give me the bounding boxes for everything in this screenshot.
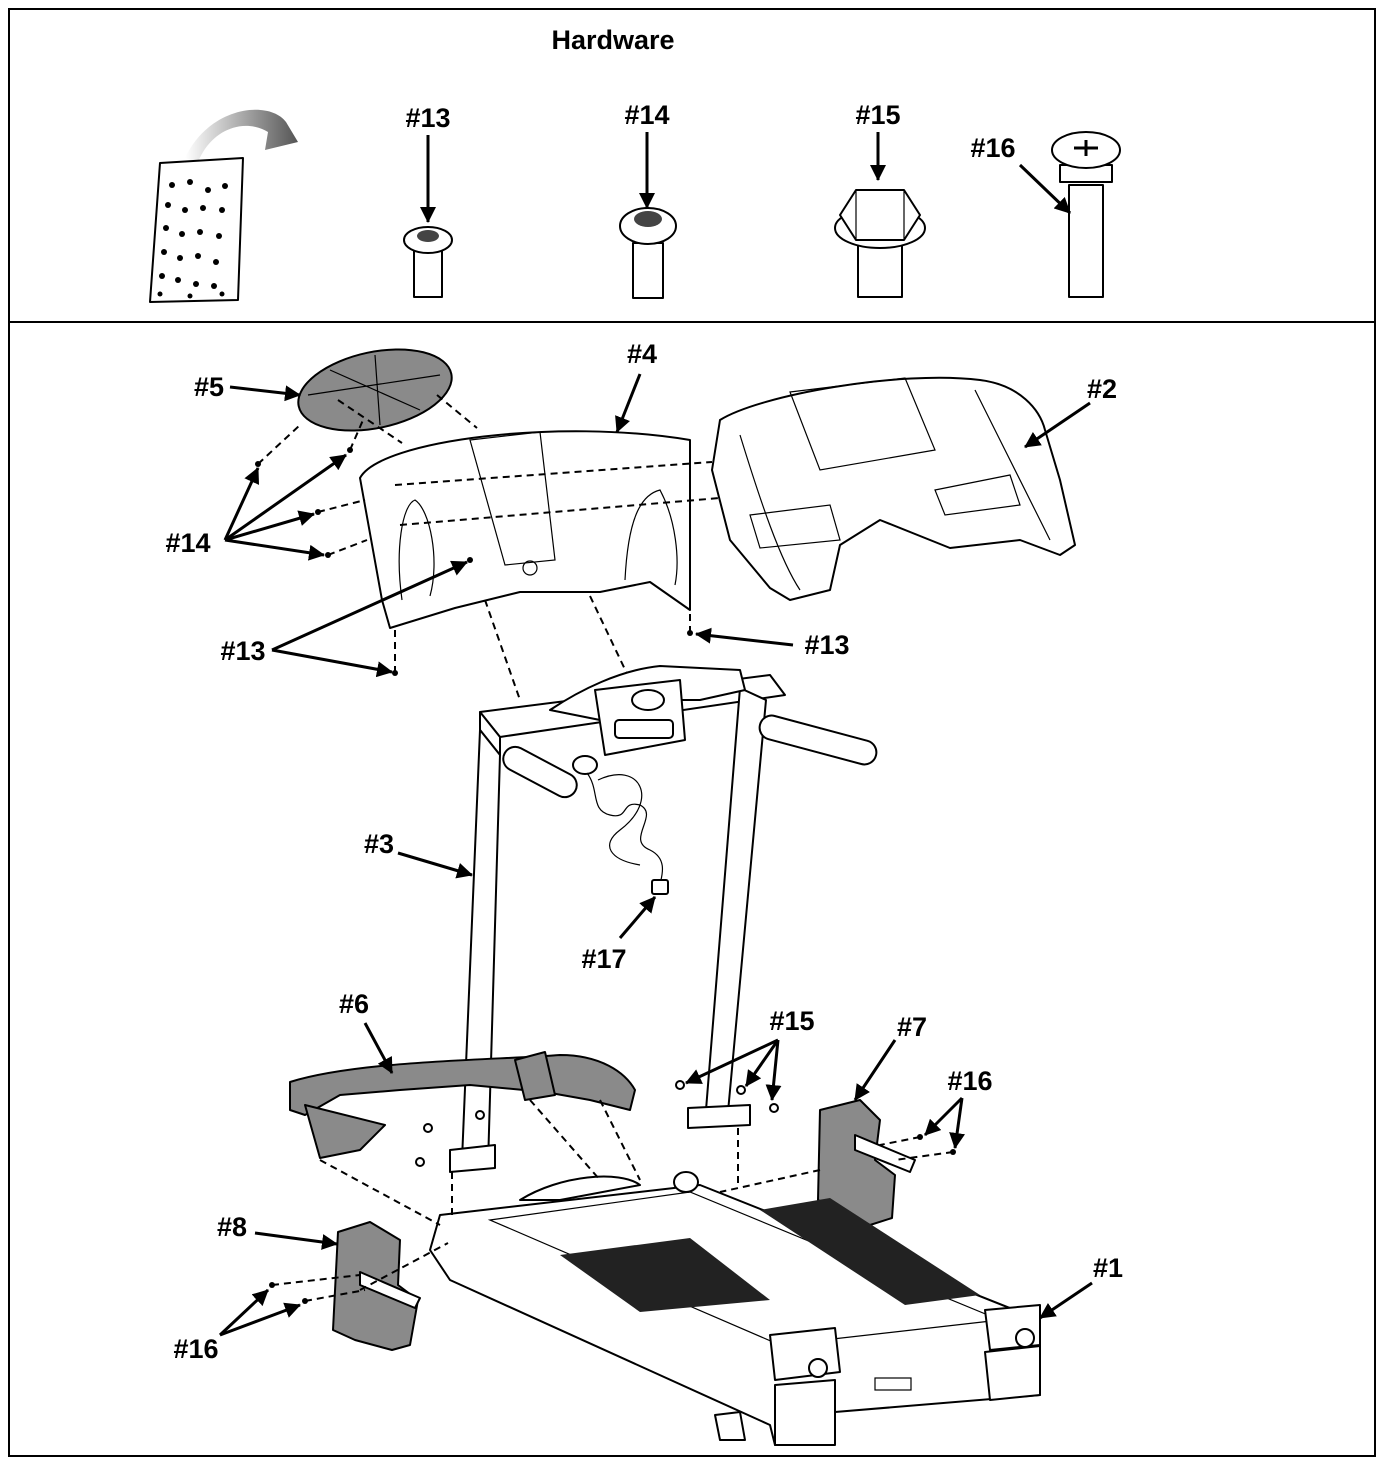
part-17-safety-key	[572, 755, 669, 895]
screw-16-icon	[1051, 131, 1121, 298]
hw-label-14: #14	[624, 100, 669, 130]
hw-label-15: #15	[855, 100, 900, 130]
screw-14-group	[255, 419, 368, 558]
part-5-cover	[297, 348, 453, 432]
label-8: #8	[217, 1212, 247, 1242]
upright-base-left	[449, 1144, 496, 1173]
upright-base-right	[687, 1104, 751, 1129]
label-15: #15	[769, 1006, 814, 1036]
label-16-right: #16	[947, 1066, 992, 1096]
outer-frame	[8, 8, 1376, 1457]
label-3: #3	[364, 829, 394, 859]
part-1-base	[429, 1171, 1041, 1446]
label-14: #14	[165, 528, 210, 558]
label-13-left: #13	[220, 636, 265, 666]
label-16-left: #16	[173, 1334, 218, 1364]
part-7-side-cover	[817, 1099, 916, 1226]
label-13-right: #13	[804, 630, 849, 660]
label-7: #7	[897, 1012, 927, 1042]
hw-label-16: #16	[970, 133, 1015, 163]
bolt-15-group	[415, 1080, 779, 1167]
label-6: #6	[339, 989, 369, 1019]
label-1: #1	[1093, 1253, 1123, 1283]
label-4: #4	[627, 339, 657, 369]
bolt-15-icon	[834, 189, 926, 298]
hardware-title: Hardware	[551, 25, 674, 55]
label-2: #2	[1087, 374, 1117, 404]
label-17: #17	[581, 944, 626, 974]
screw-14-icon	[619, 207, 677, 299]
screw-13-icon	[403, 226, 453, 298]
part-4-cover	[359, 430, 691, 629]
hw-label-13: #13	[405, 103, 450, 133]
hardware-bag-icon	[149, 109, 298, 303]
label-5: #5	[194, 372, 224, 402]
part-2-console	[711, 376, 1076, 601]
part-8-side-cover	[332, 1221, 421, 1351]
part-6-hood	[289, 1051, 636, 1159]
